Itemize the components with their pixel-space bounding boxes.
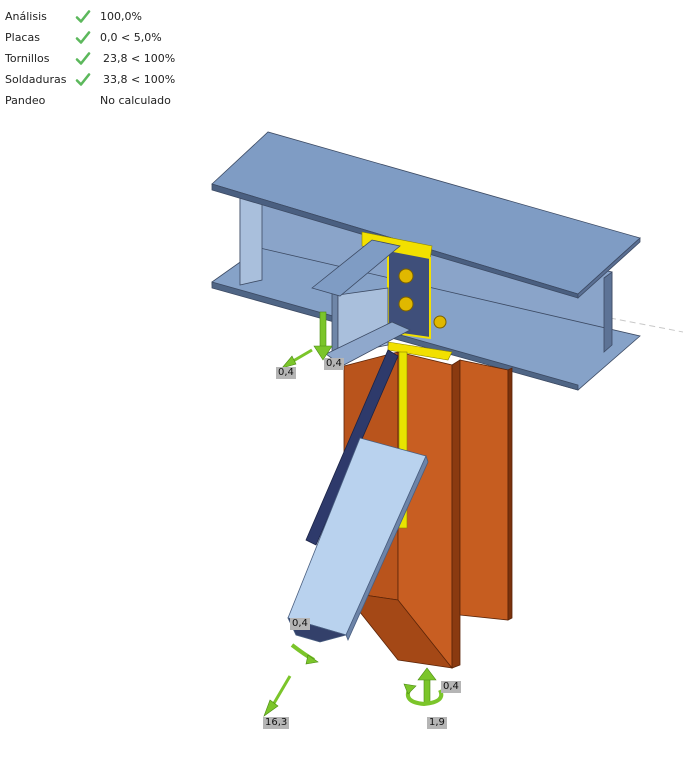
gusset-plate[interactable] [305,349,399,546]
summary-label: Pandeo [5,94,46,107]
load-label-column-fz: 0,4 [441,681,461,693]
checkmark-icon [75,52,91,65]
summary-label: Tornillos [5,52,50,65]
load-label-column-m: 1,9 [427,717,447,729]
load-label-brace-m: 0,4 [290,618,310,630]
summary-label: Placas [5,31,40,44]
checkmark-icon [75,31,91,44]
bolt-icon [433,315,447,329]
column-weld [387,341,453,529]
bolt-icon [398,268,414,284]
summary-label: Análisis [5,10,47,23]
beam-stub[interactable] [311,239,411,367]
summary-value: 33,8 < 100% [103,73,176,86]
summary-label: Soldaduras [5,73,67,86]
axis-line [609,317,683,333]
summary-value: 100,0% [100,10,142,23]
load-arrow [263,311,444,717]
summary-value: 23,8 < 100% [103,52,176,65]
column-flange-back [459,359,509,621]
load-label-beam-fz: 0,4 [324,358,344,370]
summary-value: No calculado [100,94,171,107]
load-label-beam-fx: 0,4 [276,367,296,379]
load-label-brace-n: 16,3 [263,717,290,729]
checkmark-icon [75,73,91,86]
checkmark-icon [75,10,91,23]
bolt-icon [398,296,414,312]
summary-value: 0,0 < 5,0% [100,31,162,44]
